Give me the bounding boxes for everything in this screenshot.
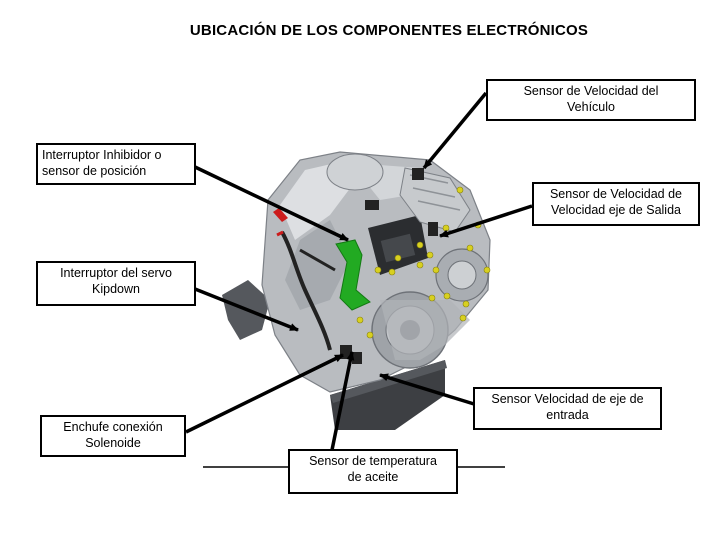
red-connector [273,208,288,222]
leader-output-shaft-sensor [439,204,533,238]
transmission-illustration [222,151,491,430]
label-kickdown-servo-switch: Interruptor del servo Kipdown [36,261,196,306]
label-vehicle-speed-sensor: Sensor de Velocidad del Vehículo [486,79,696,121]
leader-vehicle-speed-sensor [422,91,488,170]
leader-oil-temp-sensor [330,351,355,451]
leader-inhibitor-switch [194,165,349,242]
wire-harness [280,231,332,351]
green-sensor [335,239,371,311]
leader-solenoid-connector [185,353,344,434]
label-oil-temperature-sensor: Sensor de temperatura de aceite [288,449,458,494]
label-output-shaft-speed-sensor: Sensor de Velocidad de Velocidad eje de … [532,182,700,226]
leader-input-shaft-sensor [379,373,475,406]
label-solenoid-connector: Enchufe conexión Solenoide [40,415,186,457]
bolts [356,186,491,339]
leader-kickdown-switch [194,287,299,332]
oil-pan [330,360,445,430]
label-input-shaft-speed-sensor: Sensor Velocidad de eje de entrada [473,387,662,430]
page-title: UBICACIÓN DE LOS COMPONENTES ELECTRÓNICO… [189,22,589,39]
label-inhibitor-switch: Interruptor Inhibidor o sensor de posici… [36,143,196,185]
